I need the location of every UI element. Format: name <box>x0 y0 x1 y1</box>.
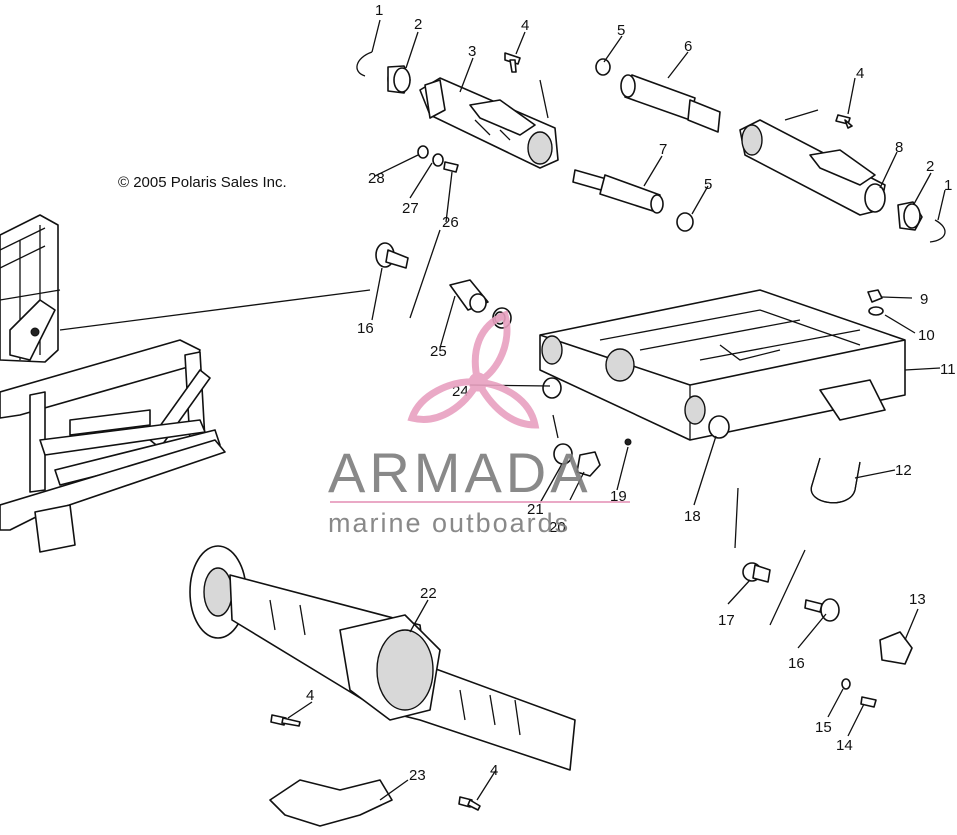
callout-19: 19 <box>610 488 627 505</box>
callout-28: 28 <box>368 170 385 187</box>
washer-28 <box>417 145 429 159</box>
washer-21 <box>553 443 573 465</box>
callout-5b: 5 <box>704 176 712 193</box>
callout-4d: 4 <box>490 762 498 779</box>
callout-4: 4 <box>521 17 529 34</box>
callout-27: 27 <box>402 200 419 217</box>
callout-7: 7 <box>659 141 667 158</box>
callout-23: 23 <box>409 767 426 784</box>
callout-22: 22 <box>420 585 437 602</box>
leader-lines <box>287 19 946 801</box>
watermark-brand: ARMADA <box>328 441 592 504</box>
snap-ring-top-left <box>356 51 373 77</box>
bolt-bottom-left <box>270 714 301 727</box>
washer-24 <box>542 377 562 399</box>
bearing-top-left <box>387 65 411 94</box>
washer-top <box>595 58 611 76</box>
bolt-bottom-right <box>458 796 481 811</box>
callout-9: 9 <box>920 291 928 308</box>
copyright-text: © 2005 Polaris Sales Inc. <box>118 174 287 191</box>
swing-arm-carrier <box>539 289 906 441</box>
watermark-tagline: marine outboards <box>328 508 570 538</box>
callout-labels: 1 2 3 4 5 6 4 7 28 27 26 8 2 1 5 9 10 16… <box>306 2 956 784</box>
axle-housing-left <box>419 77 559 169</box>
callout-1b: 1 <box>944 177 952 194</box>
callout-13: 13 <box>909 591 926 608</box>
callout-3: 3 <box>468 43 476 60</box>
armada-watermark: ARMADA marine outboards <box>328 310 630 538</box>
bolt-top <box>504 52 521 73</box>
callout-16b: 16 <box>788 655 805 672</box>
callout-18: 18 <box>684 508 701 525</box>
callout-1: 1 <box>375 2 383 19</box>
callout-21: 21 <box>527 501 544 518</box>
callout-26: 26 <box>442 214 459 231</box>
callout-11: 11 <box>940 361 956 378</box>
nut-20 <box>576 451 601 477</box>
callout-2b: 2 <box>926 158 934 175</box>
sleeve <box>620 74 721 133</box>
bracket-13 <box>879 631 913 665</box>
drive-shaft <box>572 169 664 214</box>
callout-15: 15 <box>815 719 832 736</box>
lockwasher-15 <box>841 678 851 690</box>
lockwasher-27 <box>432 153 444 167</box>
callout-16: 16 <box>357 320 374 337</box>
flange-bolt-right <box>804 598 840 622</box>
callout-14: 14 <box>836 737 853 754</box>
callout-25: 25 <box>430 343 447 360</box>
fitting-17 <box>742 562 771 583</box>
callout-17: 17 <box>718 612 735 629</box>
nut-9 <box>867 289 883 303</box>
callout-4b: 4 <box>856 65 864 82</box>
skid-plate <box>269 779 393 827</box>
bolt-26 <box>443 161 459 173</box>
u-bolt-inner <box>810 457 861 504</box>
flange-bolt-left <box>375 242 409 269</box>
propeller-logo-icon <box>407 310 540 429</box>
bolt-14 <box>860 696 877 708</box>
rear-axle-assembly <box>189 545 576 771</box>
axle-housing-right <box>739 119 886 216</box>
callout-20: 20 <box>549 519 566 536</box>
callout-12: 12 <box>895 462 912 479</box>
bolt-right <box>835 114 853 129</box>
bushing-25 <box>449 279 512 329</box>
callout-4c: 4 <box>306 687 314 704</box>
bearing-right <box>897 201 923 231</box>
pin-19 <box>624 438 632 446</box>
callout-8: 8 <box>895 139 903 156</box>
callout-10: 10 <box>918 327 935 344</box>
callout-5: 5 <box>617 22 625 39</box>
vehicle-frame <box>0 214 371 553</box>
washer-mid <box>676 212 694 232</box>
callout-2: 2 <box>414 16 422 33</box>
washer-18 <box>708 415 730 439</box>
snap-ring-right <box>929 219 946 243</box>
washer-10 <box>868 306 884 316</box>
callout-6: 6 <box>684 38 692 55</box>
